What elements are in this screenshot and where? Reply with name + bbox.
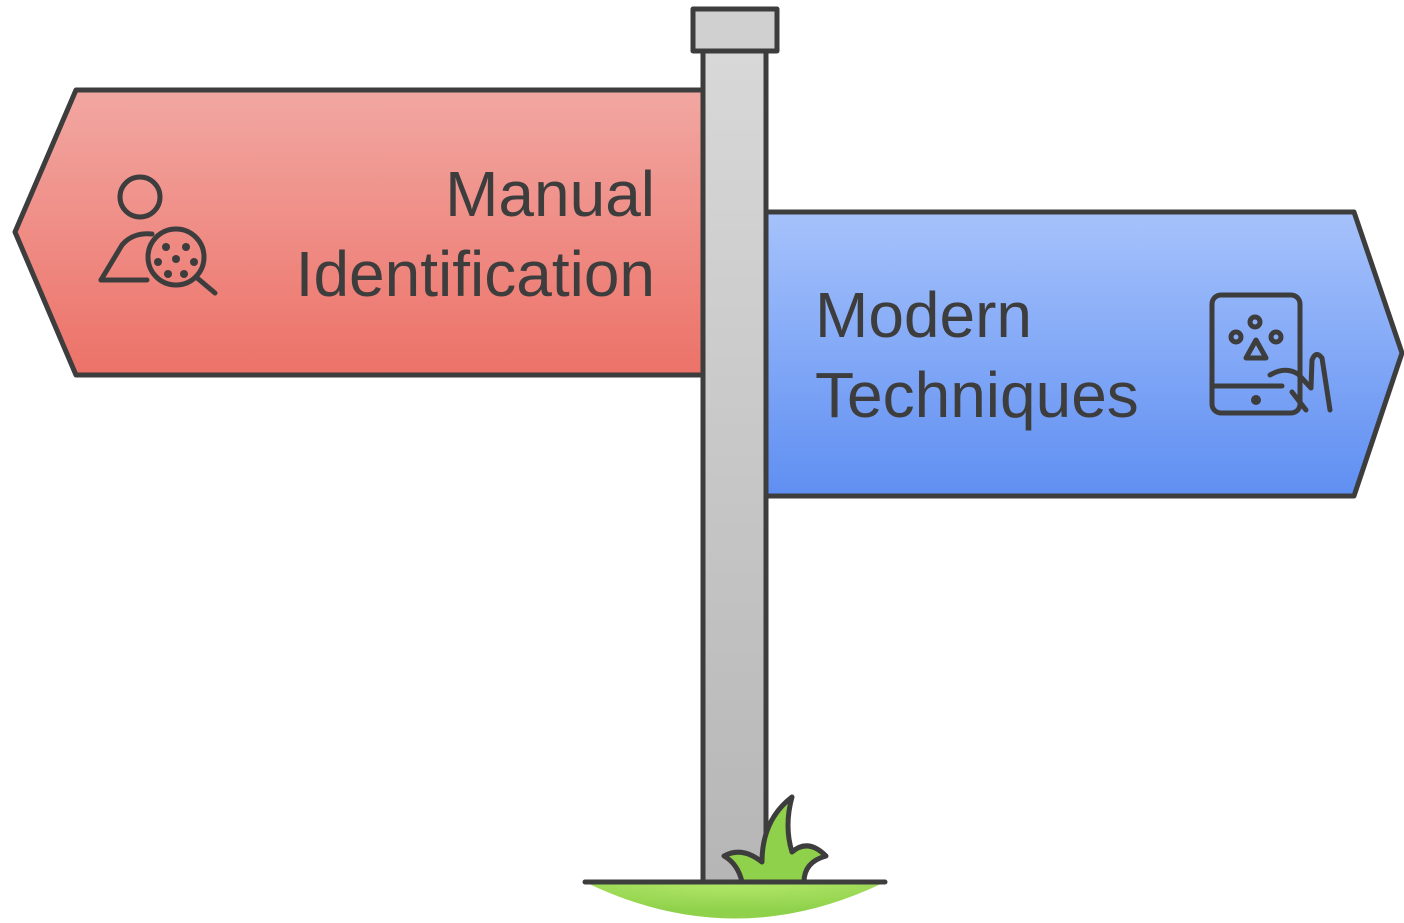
person-magnifier-paw-icon <box>98 174 218 296</box>
right-sign: Modern Techniques <box>762 209 1404 499</box>
post <box>690 6 780 885</box>
ground <box>582 879 888 919</box>
right-sign-line-2: Techniques <box>815 359 1139 431</box>
right-sign-line-1: Modern <box>815 279 1032 351</box>
grass-tuft <box>721 794 829 885</box>
left-sign-line-1: Manual <box>445 158 655 230</box>
left-sign-line-2: Identification <box>296 238 655 310</box>
post-cap <box>690 6 780 54</box>
left-sign-arrow <box>12 87 708 378</box>
right-sign-arrow <box>762 209 1404 499</box>
tablet-paw-hand-icon <box>1209 292 1333 416</box>
left-sign: Manual Identification <box>12 87 708 378</box>
